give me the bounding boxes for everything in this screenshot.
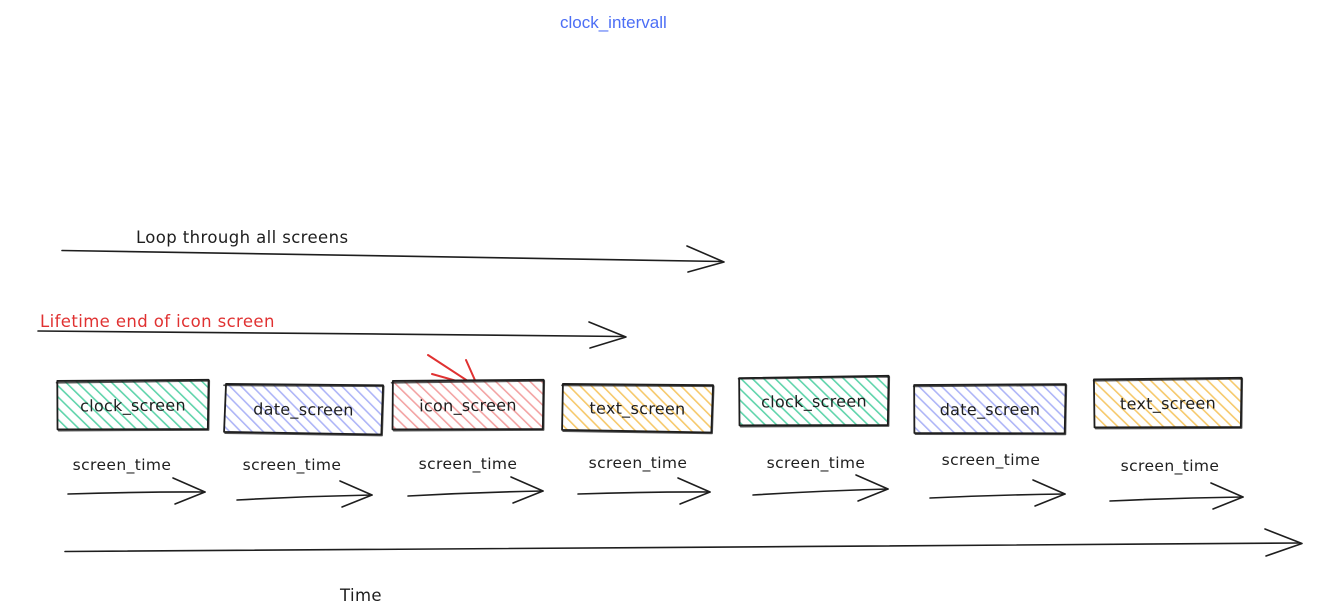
lifetime-arrow	[37, 321, 627, 349]
screen-time-arrow: screen_time	[407, 455, 544, 504]
screen-time-group: screen_time screen_time screen_time screen_…	[67, 451, 1244, 510]
screen-box-label: date_screen	[253, 399, 354, 420]
screen-box-fill	[57, 380, 209, 430]
screen-box-fill	[914, 384, 1066, 434]
screen-time-label: screen_time	[1121, 457, 1220, 476]
screen-box[interactable]: clock_screen	[737, 374, 891, 428]
screen-box-fill	[1094, 378, 1242, 428]
screen-box[interactable]: text_screen	[1092, 376, 1244, 430]
screen-time-label: screen_time	[589, 454, 688, 473]
screen-time-label: screen_time	[942, 451, 1041, 470]
screen-box-fill	[392, 380, 544, 430]
screen-box-label: clock_screen	[761, 392, 867, 413]
screen-time-label: screen_time	[767, 454, 866, 473]
screen-time-arrow: screen_time	[236, 456, 373, 508]
screen-box[interactable]: icon_screen	[390, 378, 546, 432]
screen-box[interactable]: clock_screen	[55, 378, 211, 432]
screen-box-fill	[739, 376, 889, 426]
screen-box-label: clock_screen	[80, 396, 186, 417]
screen-box-outline-sketch	[1092, 377, 1244, 430]
screen-box-outline-sketch	[223, 384, 385, 437]
screen-time-arrow-line	[577, 491, 711, 495]
screen-time-arrow-head	[1210, 482, 1244, 510]
loop-arrow-label: Loop through all screens	[136, 228, 348, 247]
screen-box-outline-sketch	[390, 379, 546, 432]
screen-time-arrow-line	[929, 493, 1066, 499]
screen-time-arrow-line	[1109, 496, 1244, 502]
screen-box[interactable]: date_screen	[223, 383, 385, 437]
screen-time-label: screen_time	[73, 456, 172, 475]
screen-box-group: clock_screen date_screen icon_screen text_s…	[55, 374, 1244, 437]
screen-time-arrow: screen_time	[752, 454, 889, 502]
screen-box-outline-sketch	[561, 384, 715, 435]
screen-box-label: text_screen	[589, 398, 685, 419]
screen-time-arrow-head	[339, 480, 373, 508]
screen-time-arrow: screen_time	[929, 451, 1066, 507]
screen-time-label: screen_time	[243, 456, 342, 475]
screen-box-label: date_screen	[940, 400, 1041, 420]
screen-box-fill	[562, 384, 713, 432]
time-axis-arrow	[64, 528, 1303, 557]
page-title: clock_intervall	[560, 13, 667, 32]
screen-time-arrow: screen_time	[1109, 457, 1244, 510]
screen-box-outline-sketch	[912, 384, 1068, 436]
screen-box[interactable]: text_screen	[561, 383, 715, 435]
screen-box-outline-sketch	[737, 375, 891, 428]
screen-time-arrow-head	[510, 476, 544, 504]
screen-time-arrow-line	[407, 490, 544, 497]
screen-box-label: icon_screen	[419, 396, 517, 417]
screen-box[interactable]: date_screen	[912, 383, 1068, 436]
screen-box-label: text_screen	[1120, 394, 1216, 415]
loop-arrow	[61, 245, 725, 273]
screen-time-arrow-line	[752, 488, 889, 496]
screen-time-arrow-head	[1032, 479, 1066, 507]
screen-time-label: screen_time	[419, 455, 518, 474]
screen-time-arrow: screen_time	[67, 456, 206, 505]
screen-time-arrow-head	[855, 474, 889, 502]
screen-time-arrow-head	[677, 477, 711, 505]
time-axis-label: Time	[339, 586, 382, 605]
screen-time-arrow-head	[172, 477, 206, 505]
screen-box-outline-sketch	[55, 379, 211, 432]
screen-time-arrow-line	[67, 491, 206, 495]
screen-box-fill	[224, 384, 383, 434]
screen-time-arrow-line	[236, 494, 373, 501]
screen-time-arrow: screen_time	[577, 454, 711, 505]
lifetime-arrow-label: Lifetime end of icon screen	[40, 312, 275, 331]
